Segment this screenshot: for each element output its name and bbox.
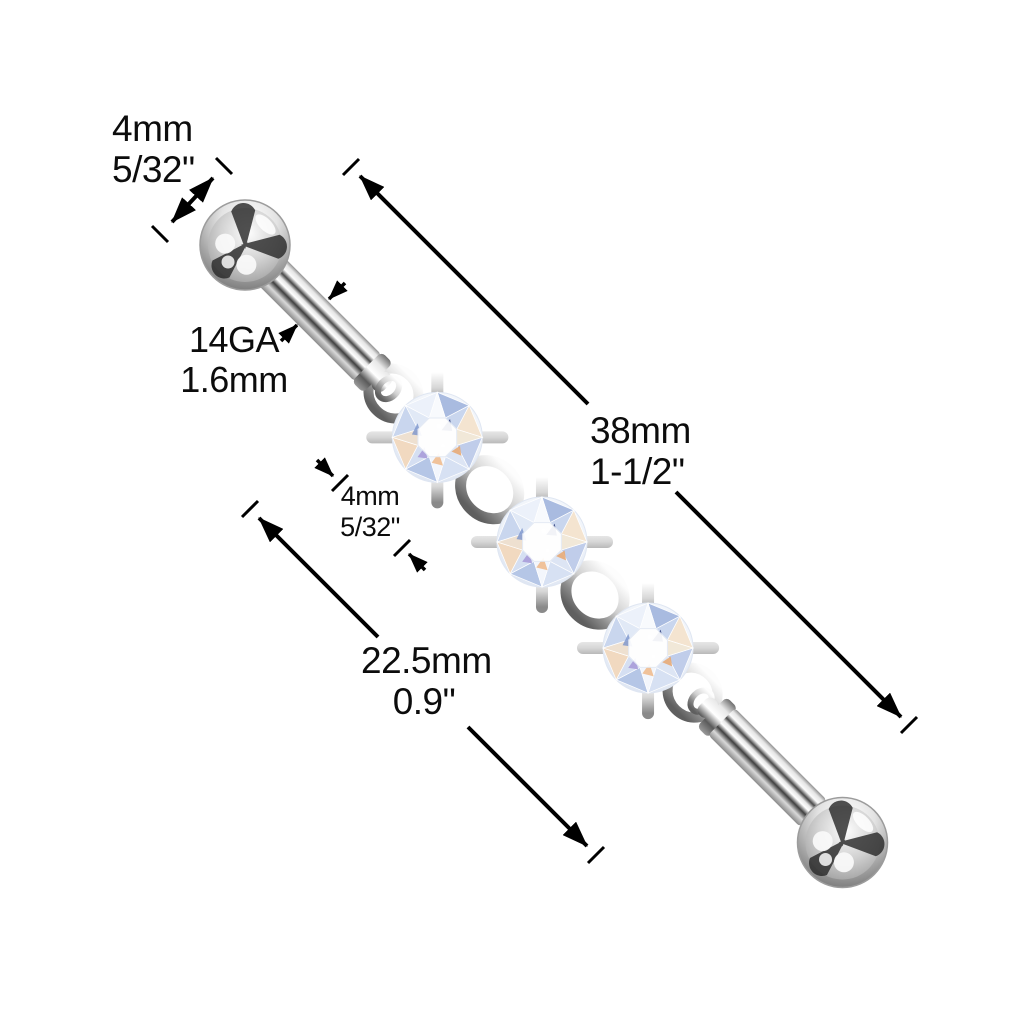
dim-ball-diameter-arrow — [150, 156, 234, 244]
chain-length-imperial: 0.9" — [392, 681, 456, 723]
overall-length-metric: 38mm — [590, 410, 691, 451]
chain-length-metric: 22.5mm — [361, 640, 492, 681]
ball-diameter-metric: 4mm — [112, 108, 193, 149]
overall-length-imperial: 1-1/2" — [590, 451, 685, 493]
dim-chain-length-line — [240, 499, 606, 865]
industrial-barbell — [180, 180, 907, 907]
chain-length-label: 22.5mm 0.9" — [361, 640, 492, 723]
bar-gauge-label: 14GA 1.6mm — [176, 319, 292, 401]
dim-overall-length-line — [341, 157, 919, 735]
cz-gem-2 — [477, 477, 607, 607]
ball-diameter-label: 4mm 5/32" — [112, 108, 195, 191]
bar-gauge-value: 14GA — [188, 319, 280, 360]
gem-diameter-imperial: 5/32" — [340, 512, 400, 543]
bottom-bar — [687, 687, 826, 826]
dim-gauge-arrows — [278, 280, 348, 344]
gem-diameter-metric: 4mm — [340, 481, 400, 511]
dim-gem-diameter-arrows — [314, 457, 428, 573]
gem-diameter-label: 4mm 5/32" — [317, 481, 423, 543]
top-bar — [253, 253, 403, 403]
bar-gauge-metric: 1.6mm — [180, 359, 288, 401]
ball-diameter-imperial: 5/32" — [112, 149, 195, 191]
overall-length-label: 38mm 1-1/2" — [590, 410, 691, 493]
